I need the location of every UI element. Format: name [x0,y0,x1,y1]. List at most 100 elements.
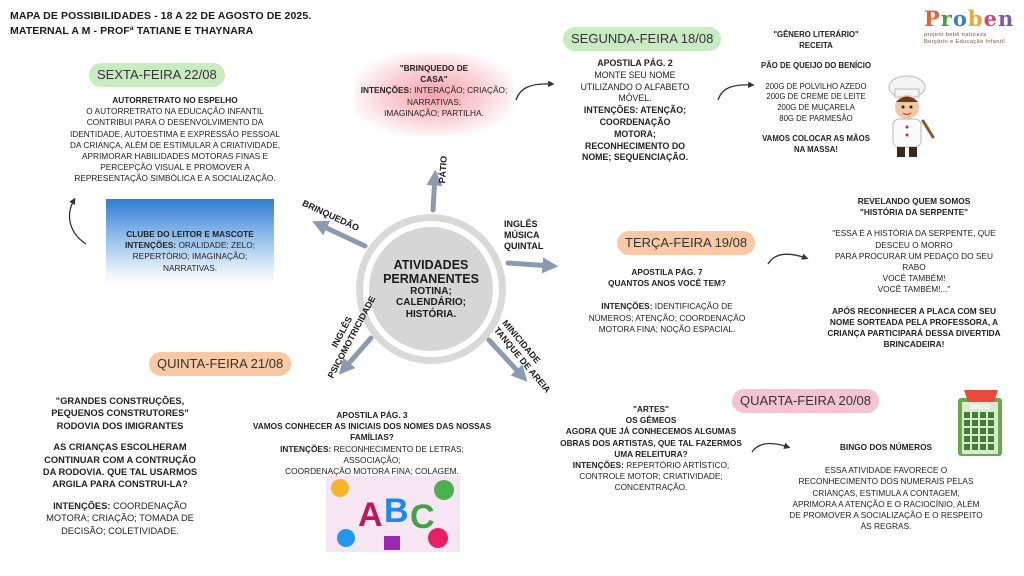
serpente-bold-line: CRIANÇA PARTICIPARÁ DESSA DIVERTIDA [827,328,1001,339]
artes-activity: "ARTES" OS GÊMEOS AGORA QUE JÁ CONHECEMO… [556,404,746,494]
segunda-bold-line: INTENÇÕES: ATENÇÃO; [583,105,687,116]
brinquedo-de-casa-card: "BRINQUEDO DE CASA" INTENÇÕES: INTERAÇÃO… [355,53,513,135]
clube-leitor-card: CLUBE DO LEITOR E MASCOTE INTENÇÕES: ORA… [106,199,274,285]
terca-line-2: NÚMEROS; ATENÇÃO; COORDENAÇÃO [588,312,746,323]
sexta-activity: AUTORRETRATO NO ESPELHO O AUTORRETRATO N… [62,95,288,185]
sexta-line: O AUTORRETRATO NA EDUCAÇÃO INFANTIL [86,106,264,117]
segunda-bold-line: MOTORA; [614,128,656,139]
sexta-line: REPRESENTAÇÃO SIMBÓLICA E A SOCIALIZAÇÃO… [74,173,276,184]
segunda-line: UTILIZANDO O ALFABETO [580,81,690,92]
segunda-line: MÓVEL. [618,93,652,104]
artes-title-4: OBRAS DOS ARTISTAS, QUE TAL FAZERMOS [560,437,742,448]
receita-ingredient: 200G DE CREME DE LEITE [766,92,866,102]
receita-call-2: NA MASSA! [794,144,838,154]
spoke-label-patio: PÁTIO [437,155,449,184]
center-sub-2: CALENDÁRIO; [396,297,466,309]
serpente-line: "ESSA É A HISTÓRIA DA SERPENTE, QUE [832,228,996,239]
segunda-bold-line: COORDENAÇÃO [599,116,671,127]
logo-tagline-2: Berçário e Educação Infantil [924,39,1005,45]
page-header: MAPA DE POSSIBILIDADES - 18 A 22 DE AGOS… [10,9,311,39]
logo-tagline-1: projeto bebê natureza [924,32,987,38]
quinta-para-line: DA RODOVIA. QUE TAL USARMOS [42,467,198,478]
terca-line-1: INTENÇÕES: IDENTIFICAÇÃO DE [582,301,752,312]
apostila3-title-2: VAMOS CONHECER AS INICIAIS DOS NOMES DAS… [252,421,492,432]
artes-text: REPERTÓRIO ARTÍSTICO; [623,460,730,471]
arrow-right [505,257,559,274]
apostila3-activity: APOSTILA PÁG. 3 VAMOS CONHECER AS INICIA… [252,410,492,477]
clube-text: ORALIDADE; ZELO; [176,240,255,251]
center-hub: ATIVIDADES PERMANENTES ROTINA; CALENDÁRI… [356,214,506,364]
day-pill-sexta: SEXTA-FEIRA 22/08 [89,63,225,87]
day-pill-terca: TERÇA-FEIRA 19/08 [617,231,756,255]
artes-title-1: "ARTES" [633,404,669,414]
arrow-up-left [312,220,368,249]
segunda-bold-line: RECONHECIMENTO DO [584,140,686,151]
receita-ingredient: 80G DE PARMESÃO [779,113,853,123]
artes-title-2: OS GÊMEOS [625,415,677,426]
logo-letter: P [924,6,941,31]
clube-line-3: NARRATIVAS. [162,262,218,273]
serpente-line: VOCÊ TAMBÉM!..." [877,284,951,295]
bingo-card-label: BINGO [970,405,990,411]
proben-logo: Proben projeto bebê natureza Berçário e … [924,6,1018,62]
arrow-up [426,169,443,213]
apostila3-line-1: INTENÇÕES: RECONHECIMENTO DE LETRAS; ASS… [252,444,492,466]
quinta-line-2: MOTORA; CRIAÇÃO; TOMADA DE [46,513,194,524]
terca-title-1: APOSTILA PÁG. 7 [631,267,703,277]
receita-dish: PÃO DE QUEIJO DO BENÍCIO [760,61,872,71]
segunda-bold-line: NOME; SEQUENCIAÇÃO. [581,152,689,163]
quinta-title-2: PEQUENOS CONSTRUTORES" [51,408,189,419]
sexta-line: PERCEPÇÃO VISUAL E PROMOVER A [100,162,250,173]
quinta-line-3: DECISÃO; COLETIVIDADE. [61,525,179,536]
bingo-line: APRIMORA A ATENÇÃO E O RACIOCÍNIO, ALÉM [792,498,980,509]
segunda-activity: APOSTILA PÁG. 2 MONTE SEU NOME UTILIZAND… [570,58,700,164]
curved-arrow-serpente [767,253,809,265]
serpente-line: VOCÊ TAMBÉM! [882,273,946,284]
serpente-line: RABO [902,262,926,273]
logo-letter: o [952,6,968,31]
logo-letter: n [997,6,1015,31]
curved-arrow-segunda [515,80,555,101]
receita-activity: "GÊNERO LITERÁRIO" RECEITA PÃO DE QUEIJO… [752,30,880,155]
serpente-line: DESCEU O MORRO [875,239,953,250]
intencoes-label: INTENÇÕES: [124,240,177,251]
quinta-activity: "GRANDES CONSTRUÇÕES, PEQUENOS CONSTRUTO… [30,395,210,537]
serpente-title-1: REVELANDO QUEM SOMOS [857,196,971,206]
terca-title-2: QUANTOS ANOS VOCÊ TEM? [607,278,726,289]
clube-line-1: INTENÇÕES: ORALIDADE; ZELO; [106,240,274,251]
quinta-para-line: ARGILA PARA CONSTRUI-LA? [52,479,188,490]
center-hub-inner: ATIVIDADES PERMANENTES ROTINA; CALENDÁRI… [369,227,493,351]
bingo-line: CRIANÇAS, ESTIMULA A CONTAGEM, [812,487,960,498]
quinta-para-line: AS CRIANÇAS ESCOLHERAM [53,442,187,453]
artes-title-5: UMA RELEITURA? [614,448,688,459]
artes-title-3: AGORA QUE JÁ CONHECEMOS ALGUMAS [565,426,737,437]
bingo-activity: BINGO DOS NÚMEROS ESSA ATIVIDADE FAVOREC… [786,442,986,532]
bingo-line: RECONHECIMENTO DOS NUMERAIS PELAS [798,476,974,487]
day-pill-quarta: QUARTA-FEIRA 20/08 [732,389,880,413]
arrow-down-left [338,335,374,375]
apostila3-text: RECONHECIMENTO DE LETRAS; ASSOCIAÇÃO; [331,443,464,465]
serpente-activity: REVELANDO QUEM SOMOS "HISTÓRIA DA SERPEN… [814,196,1014,350]
terca-text: IDENTIFICAÇÃO DE [652,301,733,312]
quinta-text: COORDENAÇÃO [110,500,187,511]
artes-line-3: CONCENTRAÇÃO. [614,482,688,493]
quinta-line-1: INTENÇÕES: COORDENAÇÃO [30,500,210,512]
quinta-title-3: RODOVIA DOS IMIGRANTES [56,420,184,431]
clube-line-2: REPERTÓRIO; IMAGINAÇÃO; [132,251,248,262]
spoke-line: INGLÊS [504,219,538,229]
serpente-title-2: "HISTÓRIA DA SERPENTE" [859,207,969,218]
day-pill-quinta: QUINTA-FEIRA 21/08 [149,352,292,376]
sexta-line: CONTRIBUI PARA O DESENVOLVIMENTO DA [86,117,264,128]
chef-icon [888,75,935,157]
spoke-line: QUINTAL [504,241,544,251]
curved-arrow-bingo [751,442,791,453]
terca-activity: APOSTILA PÁG. 7 QUANTOS ANOS VOCÊ TEM? I… [582,267,752,335]
artes-line-2: CONTROLE MOTOR; CRIATIVIDADE; [579,471,723,482]
brinquedo-line-1: INTENÇÕES: INTERAÇÃO; CRIAÇÃO; [355,85,513,96]
apostila3-line-2: COORDENAÇÃO MOTORA FINA; COLAGEM. [285,466,459,477]
abc-letter-b: B [384,492,409,530]
bingo-card-icon: BINGO [958,390,1002,456]
header-line-2: MATERNAL A M - PROFª TATIANE E THAYNARA [10,25,254,37]
receita-title-2: RECEITA [799,40,833,50]
curved-arrow-receita [717,81,755,101]
